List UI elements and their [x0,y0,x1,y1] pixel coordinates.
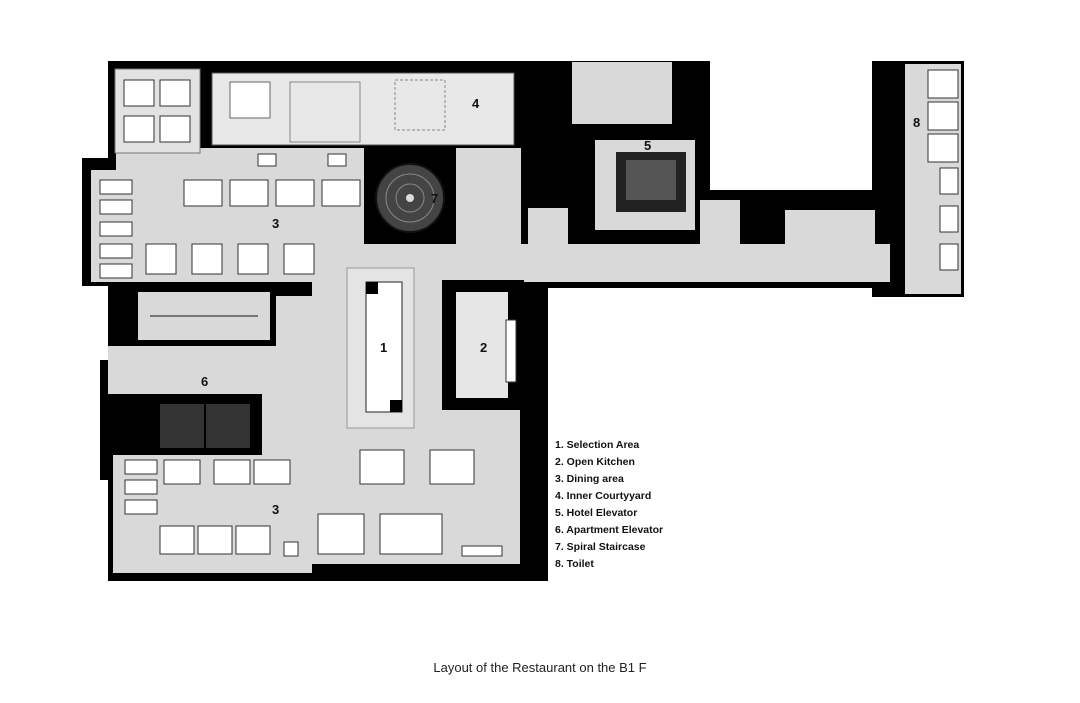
legend-item: 1. Selection Area [555,439,640,451]
label-selection-area: 1 [380,340,387,355]
room-labels: 1 2 3 3 4 5 6 7 8 [201,96,920,517]
legend: 1. Selection Area 2. Open Kitchen 3. Din… [555,437,663,573]
figure-caption: Layout of the Restaurant on the B1 F [433,660,647,675]
legend-item: 5. Hotel Elevator [555,507,638,519]
label-apartment-elevator: 6 [201,374,208,389]
toilet-block [927,69,959,271]
dining-furniture [99,79,503,557]
label-hotel-elevator: 5 [644,138,651,153]
label-dining-area-upper: 3 [272,216,279,231]
label-spiral-staircase: 7 [431,191,438,206]
legend-item: 6. Apartment Elevator [555,524,664,536]
label-inner-courtyard: 4 [472,96,480,111]
open-kitchen [442,280,524,410]
legend-item: 8. Toilet [555,558,594,570]
spiral-staircase [364,148,456,244]
label-open-kitchen: 2 [480,340,487,355]
legend-item: 3. Dining area [555,473,624,485]
stair-block [132,286,276,346]
label-dining-area-lower: 3 [272,502,279,517]
selection-area [346,267,415,429]
legend-item: 4. Inner Courtyyard [555,490,652,502]
legend-item: 2. Open Kitchen [555,456,635,468]
label-toilet: 8 [913,115,920,130]
legend-item: 7. Spiral Staircase [555,541,646,553]
elevators [160,152,686,448]
inner-courtyard [114,68,515,154]
